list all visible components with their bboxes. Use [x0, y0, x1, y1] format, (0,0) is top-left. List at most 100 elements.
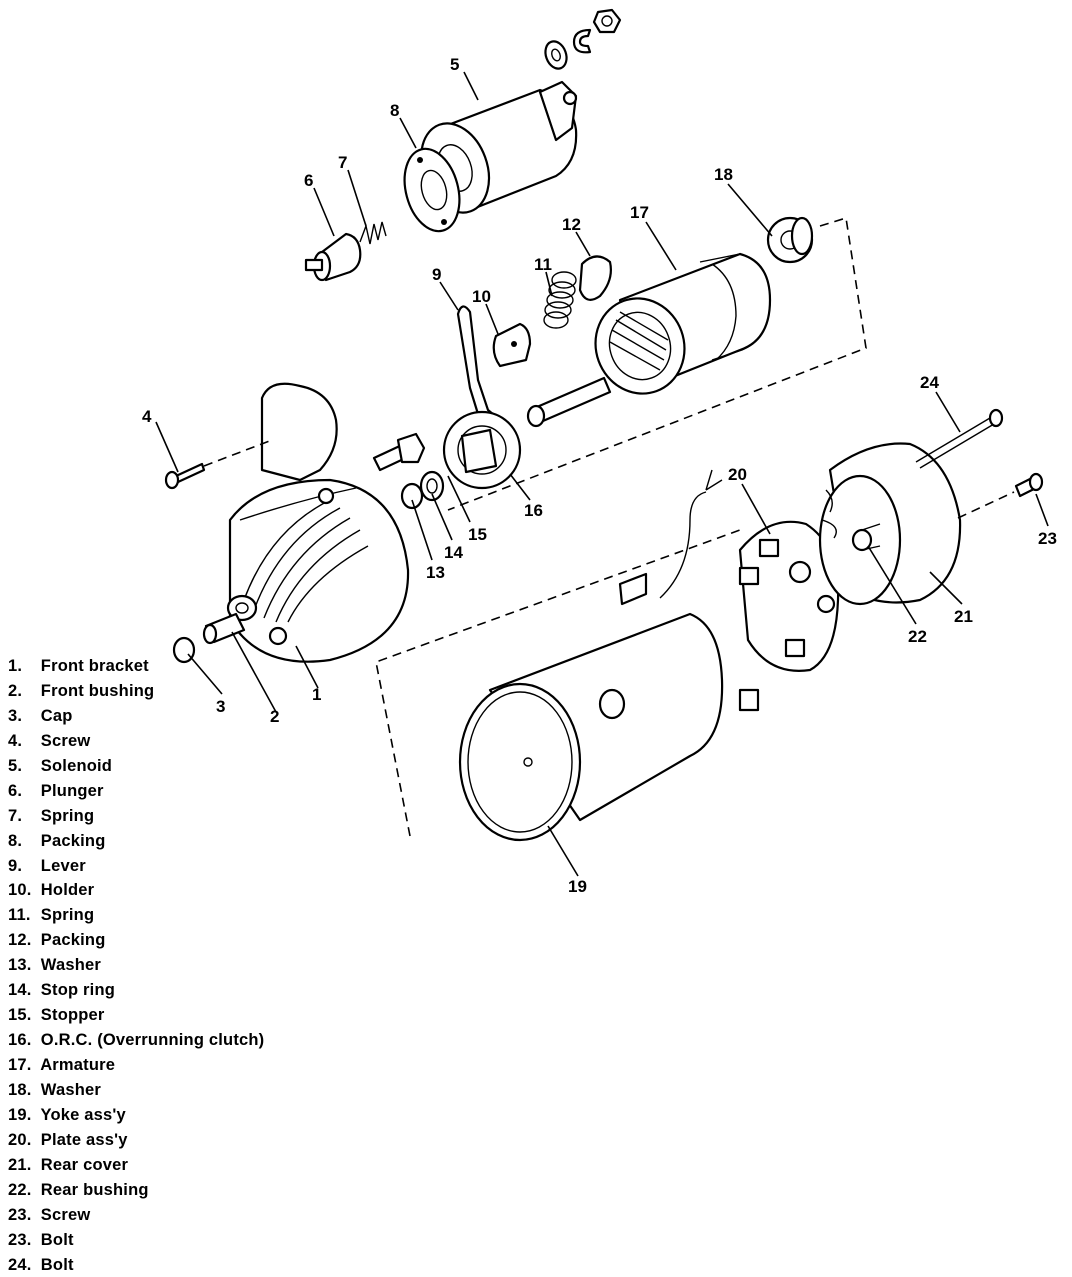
legend-item: 17. Armature: [8, 1053, 264, 1078]
legend-item: 23. Screw: [8, 1203, 264, 1228]
legend-item-label: Plunger: [41, 782, 104, 800]
callout-7: 7: [338, 153, 347, 172]
legend-item: 21. Rear cover: [8, 1153, 264, 1178]
front-bushing-part: [204, 614, 244, 643]
callout-15: 15: [468, 525, 487, 544]
legend-item-label: Stopper: [41, 1006, 105, 1024]
legend-item-number: 8.: [8, 829, 36, 854]
legend-item-number: 16.: [8, 1028, 36, 1053]
callout-2: 2: [270, 707, 279, 726]
legend-item-label: Spring: [41, 807, 94, 825]
legend-item-label: Washer: [41, 956, 101, 974]
legend-item-number: 14.: [8, 978, 36, 1003]
callout-11: 11: [534, 255, 552, 274]
legend-item-number: 10.: [8, 878, 36, 903]
holder-part: [494, 324, 530, 366]
legend-item-number: 5.: [8, 754, 36, 779]
legend-item-number: 4.: [8, 729, 36, 754]
legend-item-number: 11.: [8, 903, 36, 928]
legend-item-number: 2.: [8, 679, 36, 704]
rear-cover-part: [820, 444, 960, 604]
callout-20: 20: [728, 465, 747, 484]
callout-9: 9: [432, 265, 441, 284]
legend-item-number: 23.: [8, 1203, 36, 1228]
callout-13: 13: [426, 563, 445, 582]
spring-7-part: [360, 222, 386, 244]
legend-item: 19. Yoke ass'y: [8, 1103, 264, 1128]
legend-item: 9. Lever: [8, 854, 264, 879]
legend-item: 23. Bolt: [8, 1228, 264, 1253]
legend-item-number: 23.: [8, 1228, 36, 1253]
legend-item: 5. Solenoid: [8, 754, 264, 779]
bolt-part: [374, 434, 424, 470]
legend-item: 24. Bolt: [8, 1253, 264, 1277]
legend-item: 1. Front bracket: [8, 654, 264, 679]
legend-item-number: 24.: [8, 1253, 36, 1277]
legend-item-label: Packing: [41, 931, 106, 949]
legend-item-label: Solenoid: [41, 757, 112, 775]
callout-8: 8: [390, 101, 399, 120]
legend-item-label: Front bracket: [41, 657, 149, 675]
packing-12-part: [580, 256, 611, 299]
yoke-part: [460, 470, 758, 840]
legend-item-label: Bolt: [41, 1231, 74, 1249]
legend-item-label: Screw: [41, 732, 91, 750]
legend-item-label: Bolt: [41, 1256, 74, 1274]
legend-item-label: Stop ring: [41, 981, 115, 999]
legend-item: 16. O.R.C. (Overrunning clutch): [8, 1028, 264, 1053]
legend-item: 22. Rear bushing: [8, 1178, 264, 1203]
legend-item-number: 12.: [8, 928, 36, 953]
callout-6: 6: [304, 171, 313, 190]
front-bracket-part: [228, 384, 408, 662]
legend-item-label: Holder: [41, 881, 94, 899]
plunger-part: [306, 234, 360, 280]
callout-22: 22: [908, 627, 927, 646]
legend-item-label: Lever: [41, 857, 86, 875]
legend-item-label: Rear cover: [41, 1156, 128, 1174]
legend-item: 13. Washer: [8, 953, 264, 978]
legend-item-label: Front bushing: [41, 682, 155, 700]
callout-24: 24: [920, 373, 939, 392]
callout-19: 19: [568, 877, 587, 896]
callout-23: 23: [1038, 529, 1057, 548]
legend-item-number: 21.: [8, 1153, 36, 1178]
callout-1: 1: [312, 685, 321, 704]
callout-10: 10: [472, 287, 491, 306]
legend-item-number: 18.: [8, 1078, 36, 1103]
legend-item-label: Spring: [41, 906, 94, 924]
legend-item-label: Rear bushing: [41, 1181, 149, 1199]
callout-18: 18: [714, 165, 733, 184]
legend-item-label: Packing: [41, 832, 106, 850]
armature-part: [528, 254, 770, 426]
legend-item-number: 20.: [8, 1128, 36, 1153]
legend-item-label: Yoke ass'y: [41, 1106, 126, 1124]
legend-item: 10. Holder: [8, 878, 264, 903]
legend-item-number: 15.: [8, 1003, 36, 1028]
legend-item: 20. Plate ass'y: [8, 1128, 264, 1153]
dash-screw-23: [958, 492, 1014, 518]
legend-item-label: O.R.C. (Overrunning clutch): [41, 1031, 265, 1049]
legend-item: 15. Stopper: [8, 1003, 264, 1028]
callout-16: 16: [524, 501, 543, 520]
legend-item-number: 6.: [8, 779, 36, 804]
washer-18-part: [768, 218, 812, 262]
legend-item: 6. Plunger: [8, 779, 264, 804]
legend-item: 2. Front bushing: [8, 679, 264, 704]
legend-item: 4. Screw: [8, 729, 264, 754]
legend-item-number: 17.: [8, 1053, 36, 1078]
legend-item-label: Armature: [40, 1056, 115, 1074]
legend-item: 3. Cap: [8, 704, 264, 729]
nut-washers-part: [542, 10, 620, 72]
legend-item-label: Plate ass'y: [41, 1131, 128, 1149]
callout-4: 4: [142, 407, 152, 426]
legend-item-number: 7.: [8, 804, 36, 829]
callout-12: 12: [562, 215, 581, 234]
legend-item: 7. Spring: [8, 804, 264, 829]
legend-item: 14. Stop ring: [8, 978, 264, 1003]
legend-item: 12. Packing: [8, 928, 264, 953]
orc-part: [444, 412, 520, 488]
callout-5: 5: [450, 55, 459, 74]
legend-item: 11. Spring: [8, 903, 264, 928]
stop-ring-part: [402, 484, 422, 508]
